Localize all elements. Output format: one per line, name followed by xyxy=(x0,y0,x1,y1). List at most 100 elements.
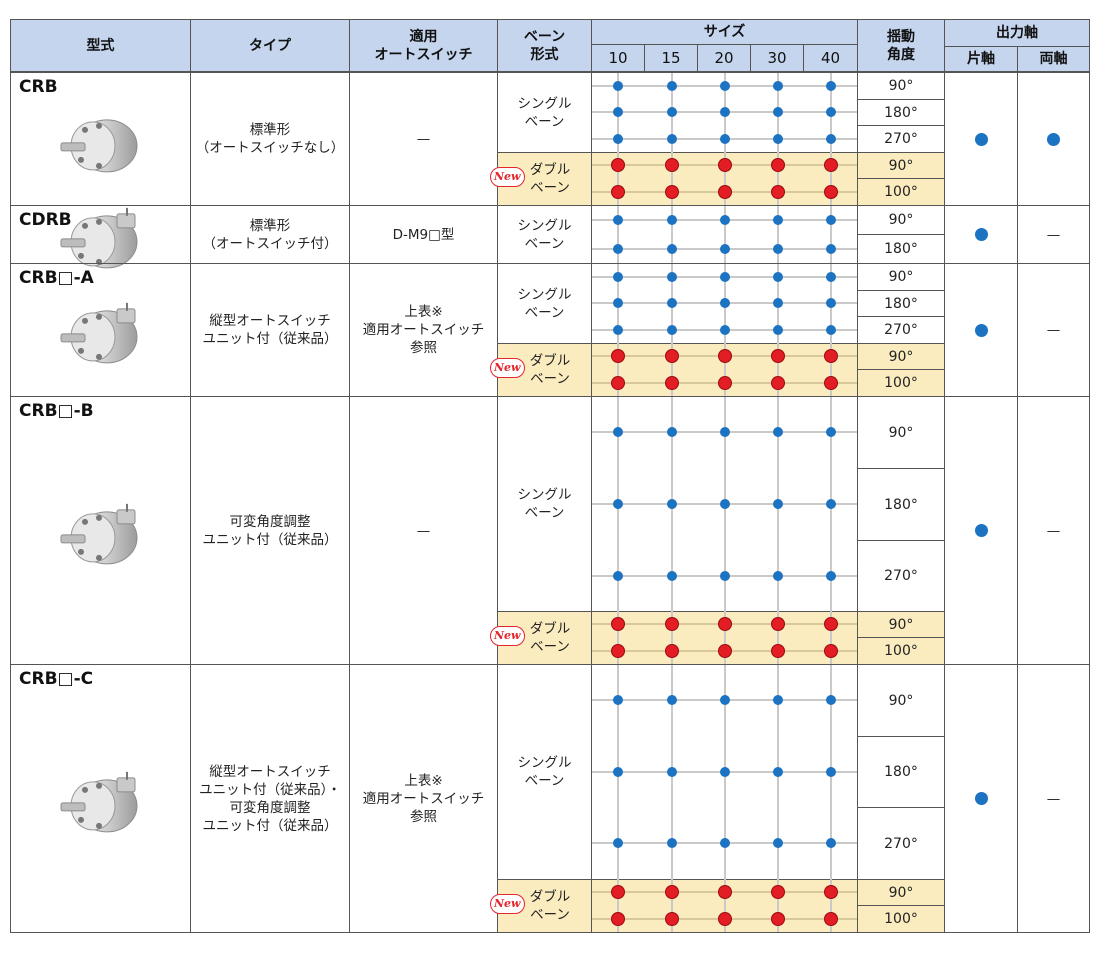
output-single-cell xyxy=(944,263,1018,397)
new-available-dot xyxy=(665,158,679,172)
new-available-dot xyxy=(718,158,732,172)
type-text-line: （オートスイッチなし） xyxy=(195,140,345,156)
available-dot xyxy=(613,80,623,91)
type-text-line: 可変角度調整 xyxy=(229,513,311,530)
new-available-dot xyxy=(718,911,732,926)
available-dot xyxy=(720,133,730,144)
new-available-dot xyxy=(718,349,732,363)
angle-value: 90° xyxy=(888,692,914,709)
model-name: CRB□-B xyxy=(19,401,94,421)
type-text-line: 縦型オートスイッチ xyxy=(209,763,331,780)
vane-single-label-1: シングル xyxy=(517,755,572,771)
size-label-20: 20 xyxy=(714,49,734,67)
new-available-dot xyxy=(824,158,838,172)
size-label-30: 30 xyxy=(767,49,787,67)
angle-value: 90° xyxy=(888,884,914,901)
product-image xyxy=(55,108,147,182)
type-cell: 標準形（オートスイッチ付） xyxy=(190,205,350,264)
angle-cell: 90° xyxy=(857,664,945,737)
output-single-cell xyxy=(944,664,1018,933)
angle-value: 270° xyxy=(884,322,918,338)
available-dot xyxy=(773,838,783,848)
new-available-dot xyxy=(665,617,679,631)
header-angle-label-2: 角度 xyxy=(887,46,915,63)
available-dot xyxy=(826,214,836,225)
switch-cell: 上表※適用オートスイッチ参照 xyxy=(349,664,498,933)
switch-cell: 上表※適用オートスイッチ参照 xyxy=(349,263,498,397)
vane-double-label-2: ベーン xyxy=(530,907,570,923)
available-dot xyxy=(826,766,836,777)
output-double-cell: — xyxy=(1017,396,1090,665)
available-dot xyxy=(613,766,623,777)
available-dot xyxy=(720,271,730,282)
available-dot xyxy=(773,133,783,144)
rotary-actuator-image xyxy=(60,503,137,564)
angle-cell: 270° xyxy=(857,540,945,612)
angle-value: 90° xyxy=(888,78,914,94)
available-dot xyxy=(826,80,836,91)
available-dot xyxy=(773,214,783,225)
new-available-dot xyxy=(665,911,679,926)
grid-line-vertical xyxy=(724,206,726,263)
available-dot xyxy=(613,271,623,282)
type-cell: 縦型オートスイッチユニット付（従来品）・可変角度調整ユニット付（従来品） xyxy=(190,664,350,933)
grid-line-vertical xyxy=(724,665,726,932)
available-dot xyxy=(667,695,677,705)
output-single-cell xyxy=(944,72,1018,206)
grid-line-vertical xyxy=(671,397,673,664)
new-available-dot xyxy=(611,349,625,363)
type-cell: 標準形（オートスイッチなし） xyxy=(190,72,350,206)
angle-value: 90° xyxy=(888,424,914,441)
type-cell: 可変角度調整ユニット付（従来品） xyxy=(190,396,350,665)
available-dot xyxy=(667,243,677,254)
grid-line-vertical xyxy=(671,206,673,263)
grid-line-vertical xyxy=(724,397,726,664)
available-dot xyxy=(720,427,730,437)
available-dot xyxy=(613,499,623,509)
vane-single-cell: シングルベーン xyxy=(497,263,592,344)
available-dot xyxy=(773,324,783,335)
model-cell: CRB xyxy=(10,72,191,206)
available-dot xyxy=(773,271,783,282)
new-badge: New xyxy=(490,894,525,914)
new-available-dot xyxy=(718,375,732,390)
product-image xyxy=(55,203,147,277)
available-dot xyxy=(613,427,623,437)
vane-double-label-2: ベーン xyxy=(530,180,570,196)
available-dot xyxy=(826,271,836,282)
vane-double-label-2: ベーン xyxy=(530,371,570,387)
type-text-line: ユニット付（従来品）・ xyxy=(199,781,341,798)
available-dot xyxy=(773,243,783,254)
available-dot xyxy=(826,324,836,335)
header-size-15: 15 xyxy=(644,44,698,72)
angle-cell: 90° xyxy=(857,263,945,291)
new-badge: New xyxy=(490,358,525,378)
angle-cell: 90° xyxy=(857,396,945,469)
model-cell: CRB□-B xyxy=(10,396,191,665)
new-available-dot xyxy=(771,885,785,899)
new-available-dot xyxy=(771,911,785,926)
angle-value: 270° xyxy=(884,568,918,584)
new-available-dot xyxy=(611,885,625,899)
switch-text-line: 上表※ xyxy=(404,304,443,320)
grid-line-vertical xyxy=(830,397,832,664)
vane-single-cell: シングルベーン xyxy=(497,205,592,264)
angle-cell: 90° xyxy=(857,205,945,235)
new-available-dot xyxy=(824,617,838,631)
new-available-dot xyxy=(771,617,785,631)
rotary-actuator-image xyxy=(60,302,137,364)
angle-cell: 180° xyxy=(857,290,945,317)
type-text-line: ユニット付（従来品） xyxy=(202,331,338,347)
model-name: CRB□-C xyxy=(19,669,94,689)
available-dot xyxy=(720,214,730,225)
new-available-dot xyxy=(824,375,838,390)
available-dot xyxy=(613,107,623,117)
available-dot xyxy=(613,838,623,848)
vane-single-label-2: ベーン xyxy=(524,505,565,521)
new-available-dot xyxy=(665,184,679,199)
new-available-dot xyxy=(824,349,838,363)
available-dot xyxy=(667,499,677,509)
